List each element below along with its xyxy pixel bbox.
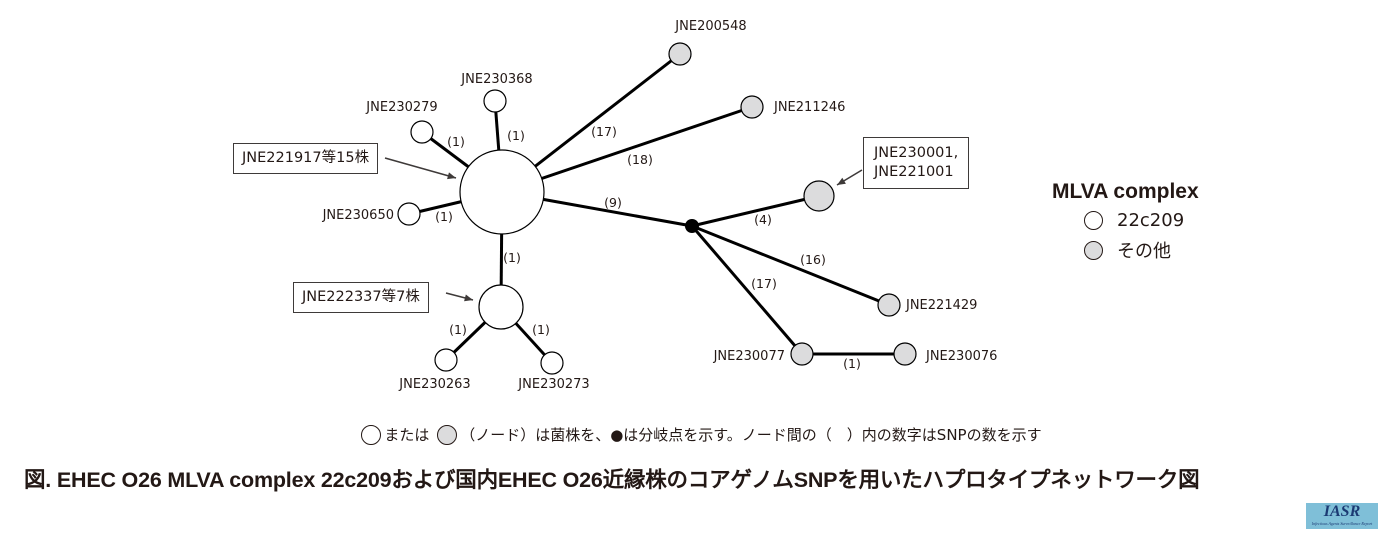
figure-note: または （ノード）は菌株を、●は分岐点を示す。ノード間の（ ）内の数字はSNPの…: [0, 424, 1400, 445]
snp-count-label: (1): [532, 322, 550, 337]
white-circle-icon: [361, 425, 382, 445]
callout-jne230001: JNE230001, JNE221001: [863, 137, 970, 189]
gray-circle-icon: [437, 425, 458, 445]
figure-caption: 図. EHEC O26 MLVA complex 22c209および国内EHEC…: [24, 468, 1200, 492]
node-JNE230279: [410, 120, 434, 144]
snp-count-label: (1): [843, 356, 861, 371]
snp-count-label: (4): [754, 212, 772, 227]
edge-branch-JNE230077: [690, 225, 804, 355]
white-circle-icon: [1084, 211, 1103, 230]
legend-label: その他: [1117, 241, 1171, 262]
iasr-logo: IASR Infectious Agents Surveillance Repo…: [1306, 503, 1378, 529]
snp-count-label: (1): [435, 209, 453, 224]
arrow-head-icon: [447, 172, 456, 180]
snp-count-label: (1): [503, 250, 521, 265]
node-hubA: [459, 149, 545, 235]
node-label: JNE230368: [460, 72, 532, 87]
logo-text: IASR: [1323, 503, 1361, 520]
snp-count-label: (18): [627, 152, 653, 167]
snp-count-label: (1): [507, 128, 525, 143]
node-label: JNE230076: [925, 349, 997, 364]
node-hubB: [478, 284, 524, 330]
snp-count-label: (17): [751, 276, 777, 291]
legend-item-other: その他: [1084, 237, 1199, 263]
node-JNE230077: [790, 342, 814, 366]
gray-circle-icon: [1084, 240, 1103, 260]
snp-count-label: (1): [449, 322, 467, 337]
node-label: JNE211246: [773, 100, 845, 115]
node-label: JNE230273: [517, 377, 589, 392]
node-label: JNE230279: [365, 100, 437, 115]
node-JNE230368: [483, 89, 507, 113]
edge-branch-JNE221429: [691, 224, 890, 307]
snp-count-label: (17): [591, 124, 617, 139]
legend-label: 22c209: [1117, 210, 1185, 231]
node-label: JNE200548: [674, 19, 746, 34]
node-JNE200548: [668, 42, 692, 66]
edge-hubA-JNE211246: [501, 105, 753, 194]
snp-count-label: (16): [800, 252, 826, 267]
node-label: JNE230077: [713, 349, 785, 364]
arrow-head-icon: [837, 177, 846, 185]
haplotype-network: (1) (1) (1) (1) (1) (1) (17) (18) (9) (4) (16) (17)…: [322, 19, 998, 392]
node-label: JNE221429: [905, 298, 977, 313]
legend-title: MLVA complex: [1052, 180, 1199, 203]
snp-count-label: (1): [447, 134, 465, 149]
callout-jne221917: JNE221917等15株: [233, 143, 379, 174]
node-JNE230076: [893, 342, 917, 366]
node-JNE230263: [434, 348, 458, 372]
node-label: JNE230650: [322, 208, 394, 223]
snp-count-label: (9): [604, 195, 622, 210]
legend-item-22c209: 22c209: [1084, 210, 1199, 231]
node-JNE221429: [877, 293, 901, 317]
node-JNE230001: [803, 180, 835, 212]
note-text-1: または: [384, 426, 430, 444]
node-JNE230650: [397, 202, 421, 226]
edge-branch-JNE230001: [691, 194, 820, 228]
node-JNE230273: [540, 351, 564, 375]
callout-jne222337: JNE222337等7株: [293, 282, 429, 313]
legend: MLVA complex 22c209 その他: [1052, 180, 1199, 263]
arrow-head-icon: [464, 294, 473, 302]
node-JNE211246: [740, 95, 764, 119]
logo-subtext: Infectious Agents Surveillance Report: [1311, 521, 1373, 526]
node-label: JNE230263: [398, 377, 470, 392]
callout-1-arrow-line: [384, 157, 457, 179]
branch-point: [685, 219, 699, 233]
note-text-2: （ノード）は菌株を、●は分岐点を示す。ノード間の（ ）内の数字はSNPの数を示す: [460, 426, 1042, 444]
